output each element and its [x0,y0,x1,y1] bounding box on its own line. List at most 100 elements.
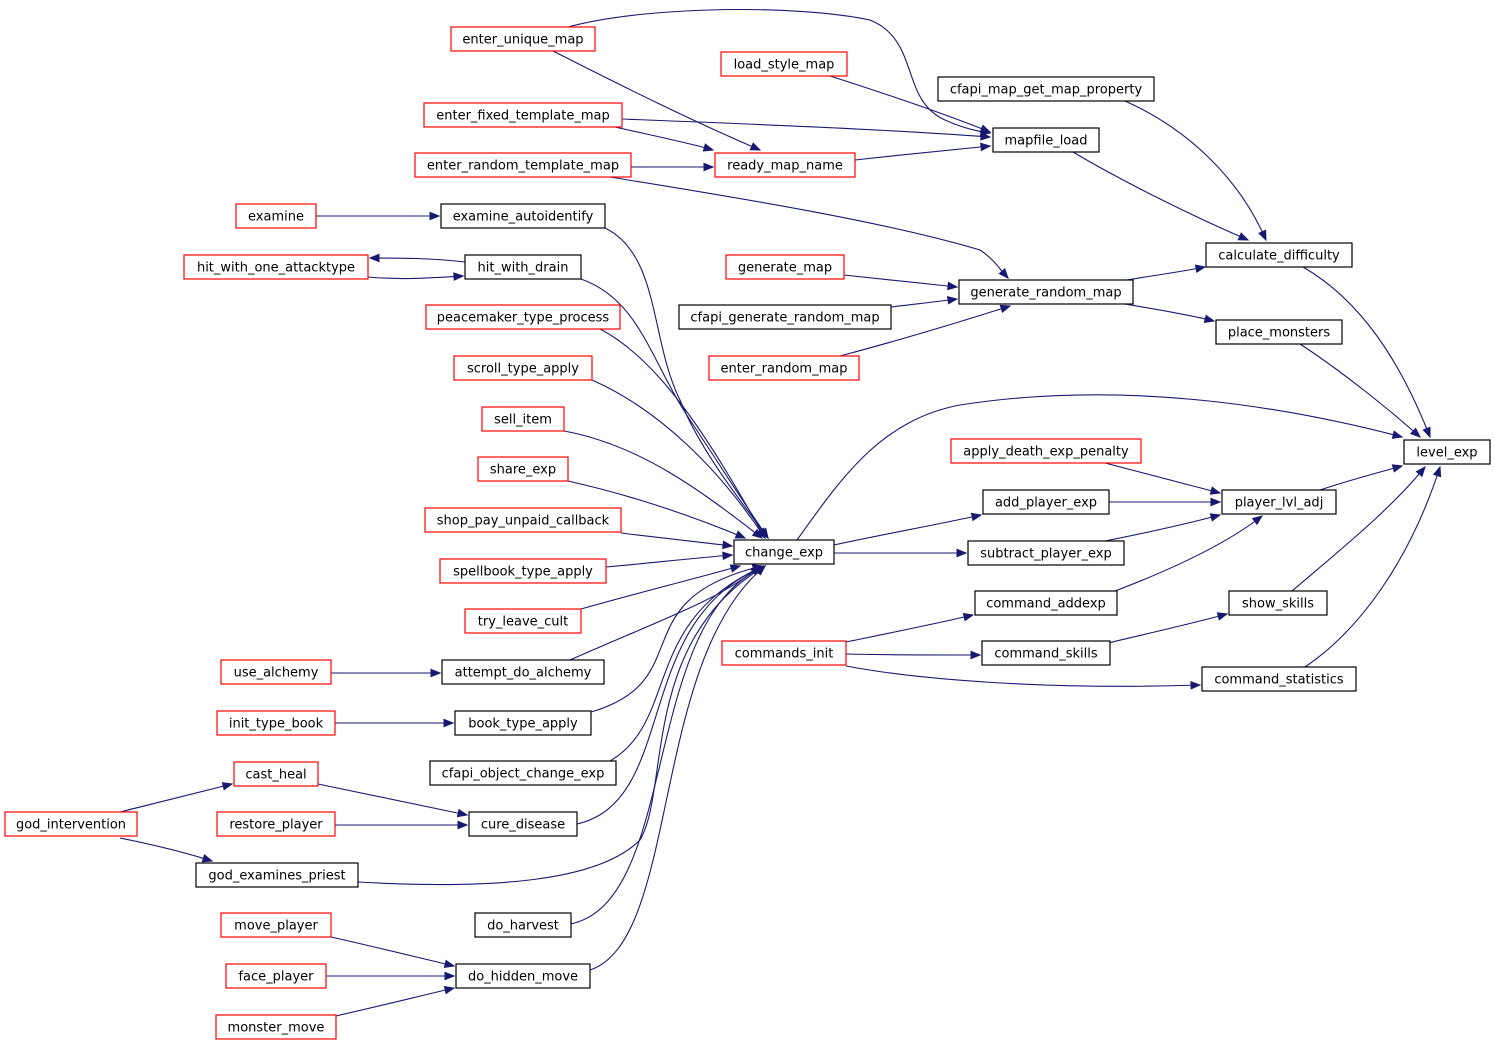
node-sell_item[interactable]: sell_item [481,406,565,432]
edge-arrowhead [734,530,747,539]
node-init_type_book[interactable]: init_type_book [216,710,336,736]
node-command_skills[interactable]: command_skills [981,640,1111,666]
node-use_alchemy[interactable]: use_alchemy [220,659,332,685]
node-monster_move[interactable]: monster_move [215,1014,337,1040]
node-scroll_type_apply[interactable]: scroll_type_apply [453,355,593,381]
node-try_leave_cult[interactable]: try_leave_cult [464,608,582,634]
edge-subtract_player_exp-to-player_lvl_adj [1104,513,1222,542]
edge-arrowhead [1391,464,1404,473]
edge-arrowhead [722,551,734,561]
node-command_addexp[interactable]: command_addexp [974,590,1118,616]
node-generate_random_map[interactable]: generate_random_map [958,279,1134,305]
node-attempt_do_alchemy[interactable]: attempt_do_alchemy [441,659,605,685]
node-label: try_leave_cult [478,615,569,630]
node-box [733,539,835,565]
node-label: command_statistics [1214,673,1344,688]
edge-commands_init-to-command_skills [845,650,982,660]
edge-enter_unique_map-to-ready_map_name [552,50,762,151]
node-hit_with_drain[interactable]: hit_with_drain [464,254,582,280]
node-cast_heal[interactable]: cast_heal [233,761,319,787]
node-examine_autoidentify[interactable]: examine_autoidentify [440,203,606,229]
edge-arrowhead [430,668,442,678]
edge-arrowhead [754,565,767,576]
edge-hit_with_drain-to-hit_with_one_attacktype [368,253,466,263]
node-enter_random_template_map[interactable]: enter_random_template_map [414,152,632,178]
node-cfapi_map_get_map_property[interactable]: cfapi_map_get_map_property [937,76,1155,102]
node-enter_fixed_template_map[interactable]: enter_fixed_template_map [423,102,623,128]
node-commands_init[interactable]: commands_init [721,640,847,666]
edge-commands_init-to-command_statistics [845,665,1202,690]
edge-do_hidden_move-to-change_exp [589,565,767,971]
node-box [425,304,621,330]
node-mapfile_load[interactable]: mapfile_load [992,127,1100,153]
node-ready_map_name[interactable]: ready_map_name [714,152,856,178]
edge-arrowhead [453,272,465,281]
node-label: scroll_type_apply [467,362,579,377]
edge-arrowhead [1216,612,1229,621]
node-spellbook_type_apply[interactable]: spellbook_type_apply [439,558,607,584]
node-god_examines_priest[interactable]: god_examines_priest [195,862,359,888]
node-label: mapfile_load [1005,134,1088,149]
node-label: cfapi_generate_random_map [690,311,879,326]
node-player_lvl_adj[interactable]: player_lvl_adj [1221,489,1337,515]
node-examine[interactable]: examine [235,203,317,229]
edge-line [570,565,766,925]
node-peacemaker_type_process[interactable]: peacemaker_type_process [425,304,621,330]
edge-generate_map-to-generate_random_map [843,274,959,291]
edge-line [119,783,233,813]
node-subtract_player_exp[interactable]: subtract_player_exp [967,540,1125,566]
edge-arrowhead [1410,427,1422,438]
node-cfapi_generate_random_map[interactable]: cfapi_generate_random_map [678,304,892,330]
edge-arrowhead [443,718,455,728]
node-god_intervention[interactable]: god_intervention [4,811,138,837]
node-show_skills[interactable]: show_skills [1228,590,1328,616]
node-box [429,760,617,786]
node-box [233,761,319,787]
edge-arrowhead [979,124,992,133]
node-enter_unique_map[interactable]: enter_unique_map [450,26,596,52]
edge-arrowhead [1194,264,1207,274]
node-apply_death_exp_penalty[interactable]: apply_death_exp_penalty [950,438,1142,464]
edges-layer [119,8,1442,1017]
node-load_style_map[interactable]: load_style_map [720,51,848,77]
node-label: examine_autoidentify [453,210,594,225]
node-move_player[interactable]: move_player [220,912,332,938]
node-generate_map[interactable]: generate_map [725,254,845,280]
node-hit_with_one_attacktype[interactable]: hit_with_one_attacktype [183,254,369,280]
node-cure_disease[interactable]: cure_disease [468,811,578,837]
node-share_exp[interactable]: share_exp [477,456,569,482]
edge-line [1126,266,1206,281]
edge-line [839,305,1011,357]
node-cfapi_object_change_exp[interactable]: cfapi_object_change_exp [429,760,617,786]
edge-line [1299,343,1421,438]
node-label: god_intervention [16,818,126,833]
edge-arrowhead [970,512,983,522]
node-do_hidden_move[interactable]: do_hidden_move [455,963,591,989]
node-box [454,710,592,736]
node-shop_pay_unpaid_callback[interactable]: shop_pay_unpaid_callback [424,507,622,533]
edge-arrowhead [1391,430,1404,439]
node-label: face_player [238,970,314,985]
node-face_player[interactable]: face_player [225,963,327,989]
node-label: ready_map_name [727,159,843,174]
edge-arrowhead [221,782,234,791]
node-do_harvest[interactable]: do_harvest [474,912,572,938]
node-box [678,304,892,330]
node-box [950,438,1142,464]
node-book_type_apply[interactable]: book_type_apply [454,710,592,736]
node-restore_player[interactable]: restore_player [216,811,336,837]
edge-enter_random_template_map-to-generate_random_map [609,176,1009,280]
node-enter_random_map[interactable]: enter_random_map [708,355,860,381]
node-add_player_exp[interactable]: add_player_exp [982,489,1110,515]
node-label: examine [248,210,304,225]
edge-arrowhead [1258,229,1267,242]
node-calculate_difficulty[interactable]: calculate_difficulty [1205,242,1353,268]
node-command_statistics[interactable]: command_statistics [1201,666,1357,692]
edge-monster_move-to-do_hidden_move [335,985,456,1017]
node-place_monsters[interactable]: place_monsters [1215,319,1343,345]
node-change_exp[interactable]: change_exp [733,539,835,565]
edge-shop_pay_unpaid_callback-to-change_exp [620,532,734,550]
edge-scroll_type_apply-to-change_exp [591,379,766,540]
edge-spellbook_type_apply-to-change_exp [605,551,734,568]
